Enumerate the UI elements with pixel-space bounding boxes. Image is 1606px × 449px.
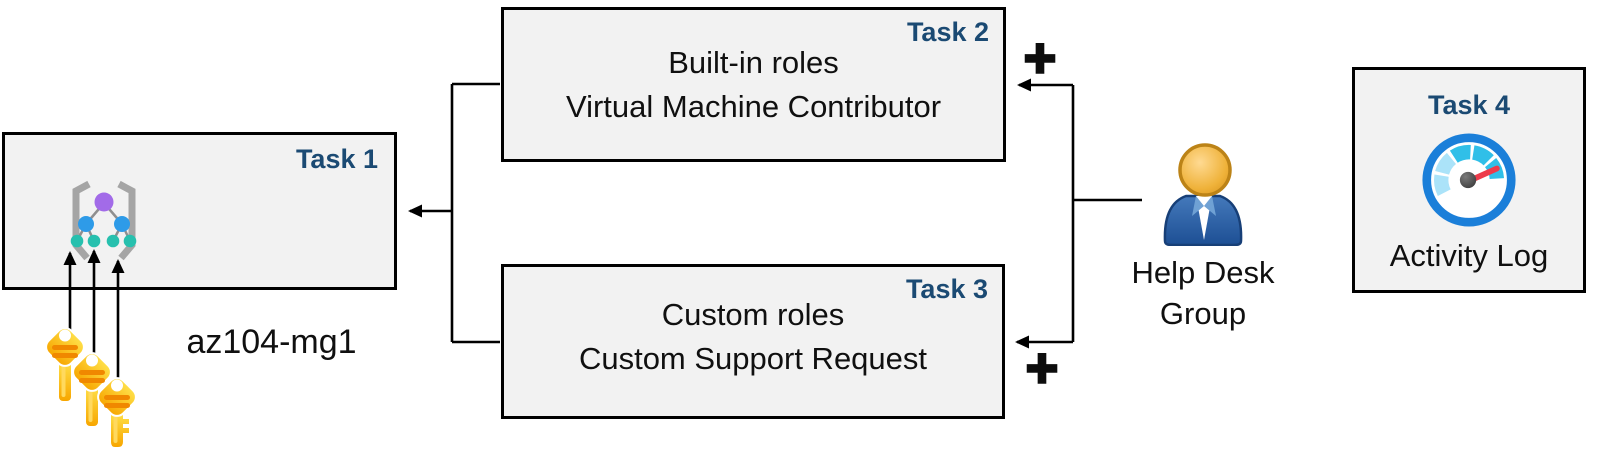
help-desk-group-label: Help Desk Group bbox=[1131, 255, 1275, 331]
user-person-icon bbox=[1153, 140, 1253, 247]
activity-log-gauge-icon bbox=[1421, 132, 1517, 228]
plus-sign-top: + bbox=[1022, 26, 1057, 89]
task4-box: Task 4 Activity Log bbox=[1352, 67, 1586, 293]
task2-line2: Virtual Machine Contributor bbox=[565, 89, 942, 124]
task4-label: Task 4 bbox=[1427, 90, 1511, 120]
task1-label: Task 1 bbox=[295, 144, 378, 174]
task1-box: Task 1 az104-mg1 bbox=[2, 132, 397, 361]
task4-title: Activity Log bbox=[1389, 238, 1549, 273]
plus-sign-bottom: + bbox=[1024, 336, 1059, 399]
task2-label: Task 2 bbox=[906, 17, 989, 47]
management-group-icon bbox=[61, 177, 147, 267]
task3-line1: Custom roles bbox=[661, 297, 845, 332]
task3-line2: Custom Support Request bbox=[578, 341, 928, 376]
task2-line1: Built-in roles bbox=[668, 45, 839, 80]
keys-icon bbox=[28, 316, 144, 449]
task3-box: Task 3 Custom roles Custom Support Reque… bbox=[501, 264, 1005, 419]
task2-box: Task 2 Built-in roles Virtual Machine Co… bbox=[501, 7, 1006, 162]
task3-label: Task 3 bbox=[905, 274, 988, 304]
task1-title: az104-mg1 bbox=[186, 323, 357, 361]
